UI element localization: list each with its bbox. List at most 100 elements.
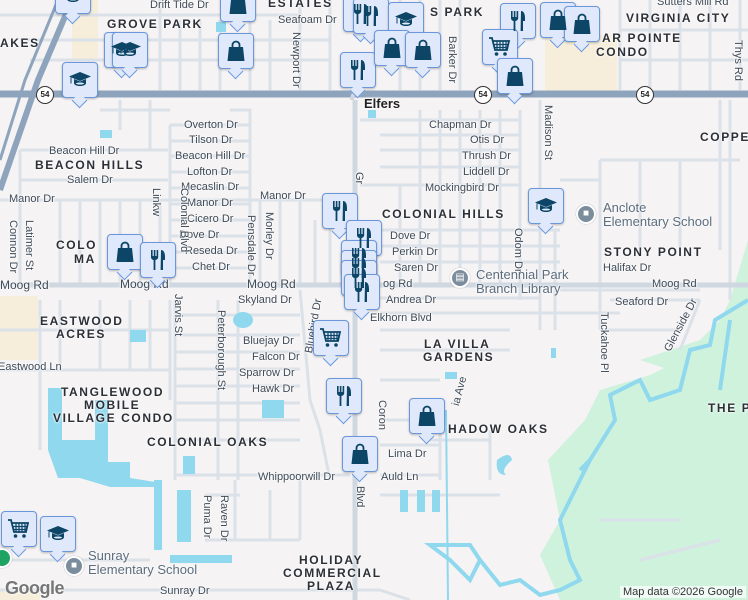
shopping-marker[interactable] [107,234,143,270]
neighborhood-label: LA VILLA [424,337,491,351]
restaurant-marker[interactable] [344,274,380,310]
neighborhood-label: HADOW OAKS [448,422,549,436]
street-label: Halifax Dr [603,262,652,274]
google-logo[interactable]: Google [5,578,65,598]
shopping-marker[interactable] [342,436,378,472]
shopping-marker[interactable] [374,30,410,66]
poi-name-line: Anclote [603,200,647,215]
street-label: Overton Dr [184,119,238,131]
neighborhood-label: VIRGINIA CITY [626,11,731,25]
street-label: Colonial Blvd [178,188,190,253]
school-icon[interactable]: ■ [64,556,84,576]
neighborhood-label: COLO [56,238,98,252]
street-label: Pensdale Dr [245,215,257,276]
street-label: Lima Dr [388,448,427,460]
street-label: Mockingbird Dr [425,182,499,194]
street-label: Raven Dr [218,495,230,542]
grocery-marker[interactable] [313,320,349,356]
neighborhood-label: EASTWOOD [40,314,124,328]
fork-knife-icon [332,384,356,408]
shopping-marker[interactable] [497,58,533,94]
neighborhood-label: AR POINTE [602,31,682,45]
street-label: og Rd [383,278,413,290]
street-label: Andrea Dr [386,294,437,306]
restaurant-marker[interactable] [340,52,376,88]
neighborhood-label: PLAZA [307,579,355,593]
shopping-marker[interactable] [405,32,441,68]
shopping-bag-icon [348,442,372,466]
graduation-cap-icon [118,38,142,62]
school-marker[interactable] [112,32,148,68]
park-pin-icon[interactable] [0,548,12,568]
neighborhood-label: GARDENS [423,350,495,364]
neighborhood-label: VILLAGE CONDO [53,411,174,425]
graduation-cap-icon [46,522,70,546]
street-label: Morley Dr [263,212,275,260]
neighborhood-label: COPPE [700,130,748,144]
grocery-marker[interactable] [1,511,37,547]
shopping-marker[interactable] [564,6,600,42]
street-label: Sparrow Dr [239,367,295,379]
graduation-cap-icon [68,68,92,92]
street-label: Manor Dr [9,193,55,205]
shopping-bag-icon [570,12,594,36]
neighborhood-label: GROVE PARK [107,17,203,31]
poi-name-line: Elementary School [603,214,713,229]
restaurant-marker[interactable] [353,0,389,34]
neighborhood-label: MA [74,252,96,266]
street-label: Beacon Hill Dr [175,150,246,162]
street-label: Hawk Dr [252,383,295,395]
shopping-marker[interactable] [220,0,256,22]
street-label: Moog Rd [0,278,49,292]
street-label: Tuckahoe Pl [598,312,610,373]
neighborhood-label: BEACON HILLS [35,158,145,172]
restaurant-marker[interactable] [326,378,362,414]
neighborhood-label: COMMERCIAL [283,566,382,580]
school-icon[interactable]: ■ [576,204,596,224]
school-marker[interactable] [528,188,564,224]
neighborhood-label: TANGLEWOOD [61,385,165,399]
poi-name-line: Centennial Park [476,267,569,282]
street-label: Otis Dr [470,134,505,146]
street-label: Connon Dr [7,220,19,274]
school-marker[interactable] [40,516,76,552]
street-label: Seafoam Dr [278,14,337,26]
street-label: Madison St [542,105,554,161]
street-label: Barker Dr [446,36,458,84]
river [424,298,748,598]
route-54-shield: 54 [636,86,654,104]
street-label: Thrush Dr [462,150,511,162]
graduation-cap-icon [534,194,558,218]
street-label: Mecaslin Dr [181,181,240,193]
restaurant-marker[interactable] [140,242,176,278]
water-bodies [48,22,556,563]
library-icon[interactable]: ▤ [450,268,470,288]
street-label: Sutters Mill Rd [657,0,729,8]
school-marker[interactable] [62,62,98,98]
shopping-cart-icon [7,517,31,541]
street-label: Dove Dr [390,230,431,242]
street-label: Moog Rd [247,277,296,291]
shopping-marker[interactable] [409,398,445,434]
map-attribution[interactable]: Map data ©2026 Google [619,586,746,598]
shopping-cart-icon [319,326,343,350]
shopping-bag-icon [415,404,439,428]
neighborhood-label: COLONIAL OAKS [147,435,269,449]
poi-name-line: Elementary School [88,562,198,577]
street-label: Chapman Dr [429,119,492,131]
shopping-bag-icon [380,36,404,60]
neighborhood-label: HOLIDAY [299,553,364,567]
shopping-marker[interactable] [218,33,254,69]
shopping-bag-icon [113,240,137,264]
fork-knife-icon [346,58,370,82]
shopping-bag-icon [411,38,435,62]
school-marker[interactable] [55,0,91,14]
street-label: Saren Dr [394,262,439,274]
park-area [540,240,748,600]
street-label: Reseda Dr [185,245,238,257]
route-54-shield: 54 [36,86,54,104]
